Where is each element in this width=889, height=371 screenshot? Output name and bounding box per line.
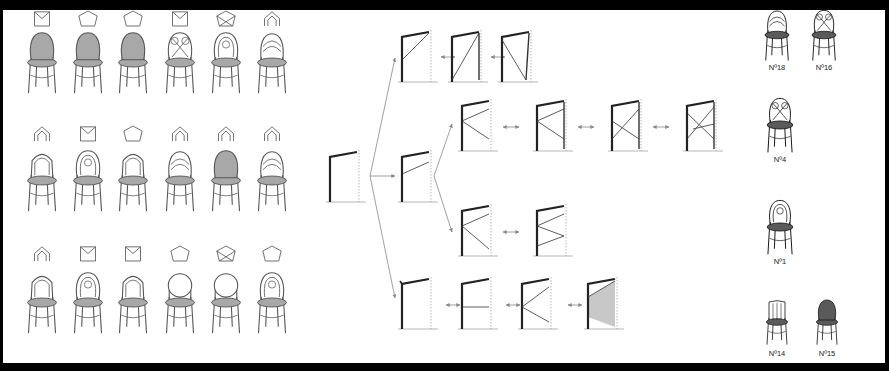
branch-lines bbox=[370, 58, 452, 298]
model-number: Nº15 bbox=[818, 350, 837, 358]
model-number: Nº1 bbox=[773, 258, 787, 266]
white-ground bbox=[3, 10, 885, 363]
model-number: Nº18 bbox=[768, 64, 787, 72]
model-number: Nº14 bbox=[768, 350, 787, 358]
chair-sketches bbox=[28, 33, 287, 333]
model-chairs bbox=[765, 10, 838, 344]
model-number: Nº4 bbox=[773, 156, 787, 164]
frame-diagrams bbox=[326, 30, 723, 329]
top-view-sketches bbox=[35, 11, 282, 261]
model-number: Nº16 bbox=[815, 64, 834, 72]
double-arrows bbox=[441, 57, 669, 305]
